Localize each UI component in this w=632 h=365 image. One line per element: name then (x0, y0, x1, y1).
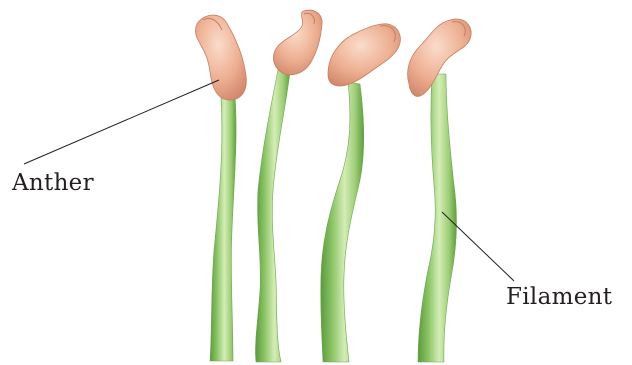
anther-label: Anther (12, 170, 94, 196)
filament-2 (255, 70, 290, 362)
filament-1 (210, 96, 236, 361)
anther-3 (328, 24, 400, 86)
stamen-1 (196, 15, 247, 361)
stamen-4 (408, 19, 472, 362)
filament-3 (321, 82, 364, 362)
stamen-2 (255, 10, 322, 362)
filament-label: Filament (506, 284, 612, 310)
anther-leader-line (24, 80, 219, 164)
stamen-3 (321, 24, 401, 362)
filament-4 (418, 74, 456, 362)
